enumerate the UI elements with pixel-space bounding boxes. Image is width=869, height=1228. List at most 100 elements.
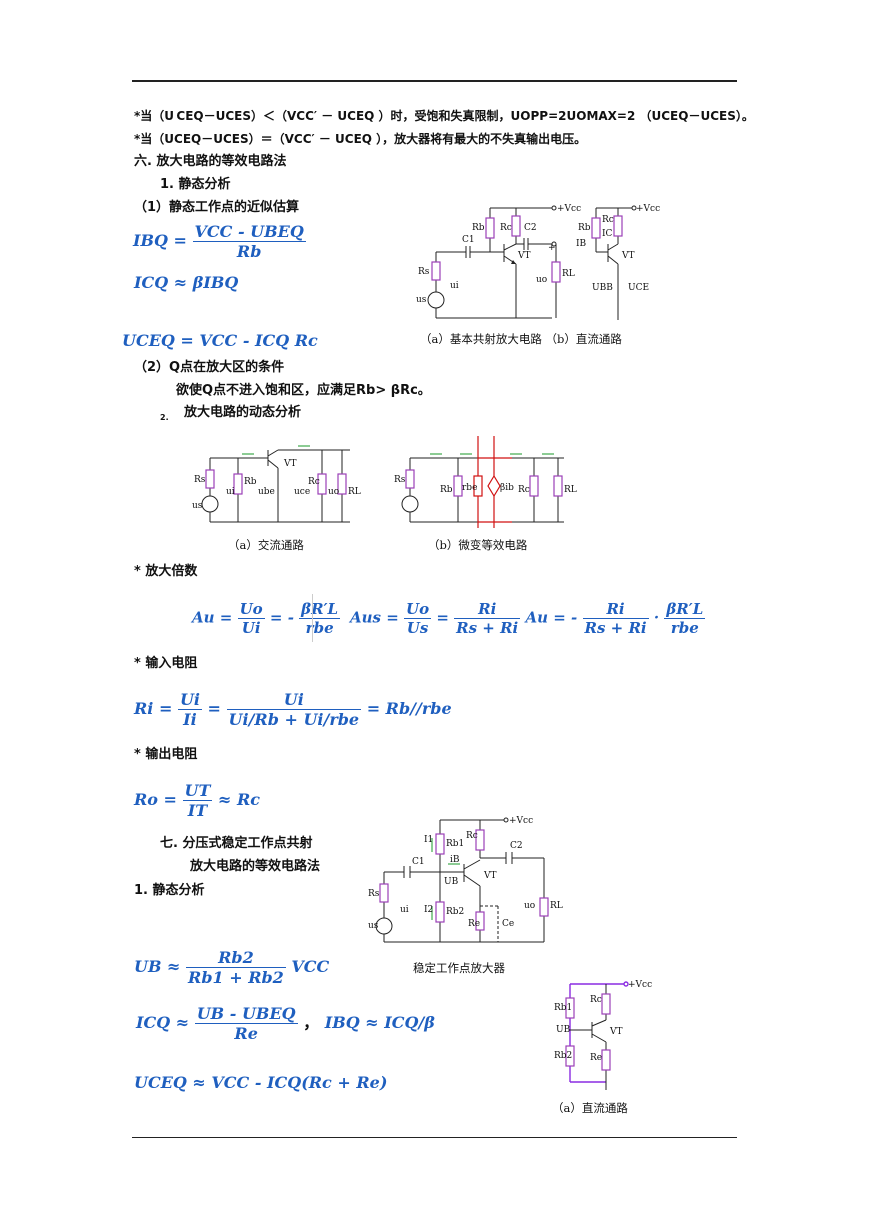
- svg-text:Rb: Rb: [578, 223, 591, 233]
- q-point-heading: （2）Q点在放大区的条件: [134, 360, 285, 375]
- svg-text:uo: uo: [536, 275, 547, 285]
- svg-text:ui: ui: [400, 905, 409, 915]
- svg-text:Rs: Rs: [368, 889, 380, 899]
- output-resistance-heading: * 输出电阻: [134, 747, 198, 762]
- svg-text:UCE: UCE: [628, 283, 649, 293]
- svg-text:UB: UB: [444, 877, 459, 887]
- section-7-heading-a: 七. 分压式稳定工作点共射: [160, 836, 313, 851]
- svg-text:C2: C2: [510, 841, 523, 851]
- svg-text:+Vcc: +Vcc: [636, 204, 660, 214]
- fig2a-caption: （a）交流通路: [228, 538, 304, 552]
- estimate-heading: （1）静态工作点的近似估算: [134, 200, 300, 215]
- dc-path-diagram-1: +Vcc Rb Rc IB IC VT UBB UCE: [576, 204, 660, 320]
- svg-text:IB: IB: [576, 239, 587, 249]
- fig4-caption: （a）直流通路: [552, 1101, 628, 1115]
- svg-text:Rc: Rc: [590, 995, 602, 1005]
- svg-text:us: us: [416, 295, 427, 305]
- svg-text:VT: VT: [283, 459, 297, 469]
- section-7-heading-b: 放大电路的等效电路法: [190, 859, 321, 874]
- svg-text:uce: uce: [294, 487, 310, 497]
- svg-text:Rc: Rc: [466, 831, 478, 841]
- uceq-formula: UCEQ = VCC - ICQ Rc: [122, 331, 318, 350]
- svg-text:us: us: [368, 921, 379, 931]
- svg-text:+: +: [548, 243, 556, 253]
- q-point-condition: 欲使Q点不进入饱和区，应满足Rb> βRc。: [176, 383, 431, 398]
- svg-text:C1: C1: [462, 235, 475, 245]
- basic-ce-amplifier-diagram: +Vcc C2 Rb Rc C1 VT Rs ui us uo RL +: [416, 204, 581, 319]
- svg-text:Rb1: Rb1: [446, 839, 464, 849]
- svg-text:VT: VT: [621, 251, 635, 261]
- static-analysis-heading: 1. 静态分析: [160, 177, 231, 192]
- svg-text:iB: iB: [450, 855, 460, 865]
- svg-text:rbe: rbe: [462, 483, 477, 493]
- svg-text:Rs: Rs: [418, 267, 430, 277]
- au-divider: [312, 594, 313, 642]
- uceq2-formula: UCEQ ≈ VCC - ICQ(Rc + Re): [134, 1073, 388, 1092]
- static-analysis-heading-2: 1. 静态分析: [134, 883, 205, 898]
- svg-text:ube: ube: [258, 487, 275, 497]
- ac-path-diagram: VT Rs us ui Rb ube uce Rc uo RL: [192, 445, 361, 523]
- svg-text:uo: uo: [524, 901, 535, 911]
- svg-text:Rb: Rb: [472, 223, 485, 233]
- svg-text:us: us: [192, 501, 203, 511]
- svg-text:Ce: Ce: [502, 919, 514, 929]
- svg-text:I1: I1: [424, 835, 433, 845]
- svg-text:Rb: Rb: [244, 477, 257, 487]
- svg-text:Re: Re: [468, 919, 480, 929]
- svg-text:UB: UB: [556, 1025, 571, 1035]
- svg-text:RL: RL: [550, 901, 563, 911]
- small-signal-equivalent-diagram: Rs Rb rbe βib Rc RL: [394, 436, 577, 528]
- max-output-line: *当（UCEQ－UCES）＝（VCC′ － UCEQ ），放大器将有最大的不失真…: [134, 132, 587, 146]
- svg-text:uo: uo: [328, 487, 339, 497]
- svg-text:UBB: UBB: [592, 283, 613, 293]
- svg-text:Rs: Rs: [194, 475, 206, 485]
- svg-text:Rb2: Rb2: [554, 1051, 572, 1061]
- svg-text:ui: ui: [450, 281, 459, 291]
- svg-text:+Vcc: +Vcc: [557, 204, 581, 214]
- top-rule: [132, 80, 737, 82]
- svg-text:Rb: Rb: [440, 485, 453, 495]
- fig1-caption: （a）基本共射放大电路 （b）直流通路: [420, 332, 622, 346]
- fig3-caption: 稳定工作点放大器: [413, 961, 505, 975]
- svg-text:RL: RL: [564, 485, 577, 495]
- svg-text:+Vcc: +Vcc: [509, 816, 533, 826]
- svg-text:VT: VT: [483, 871, 497, 881]
- svg-text:I2: I2: [424, 905, 433, 915]
- section-6-heading: 六. 放大电路的等效电路法: [134, 154, 287, 169]
- saturation-line: *当（U CEQ－UCES）＜（VCC′ － UCEQ ）时，受饱和失真限制，U…: [134, 109, 754, 123]
- svg-text:Rc: Rc: [602, 215, 614, 225]
- dynamic-analysis-heading: 放大电路的动态分析: [184, 405, 302, 420]
- svg-text:C1: C1: [412, 857, 425, 867]
- svg-text:+Vcc: +Vcc: [628, 980, 652, 990]
- dc-path-diagram-2: +Vcc Rb1 Rc UB VT Rb2 Re: [554, 980, 652, 1090]
- gain-heading: * 放大倍数: [134, 564, 198, 579]
- dynamic-num: 2.: [160, 413, 169, 422]
- svg-text:ui: ui: [226, 487, 235, 497]
- svg-text:Re: Re: [590, 1053, 602, 1063]
- svg-text:VT: VT: [609, 1027, 623, 1037]
- fig2b-caption: （b）微变等效电路: [428, 538, 528, 552]
- svg-text:Rs: Rs: [394, 475, 406, 485]
- stabilized-amplifier-diagram: +Vcc I1 Rb1 Rc C2 C1 iB UB VT Rs ui us I…: [368, 816, 563, 943]
- svg-text:Rc: Rc: [308, 477, 320, 487]
- svg-text:Rb2: Rb2: [446, 907, 464, 917]
- svg-text:Rc: Rc: [500, 223, 512, 233]
- svg-text:VT: VT: [517, 251, 531, 261]
- svg-text:RL: RL: [562, 269, 575, 279]
- svg-text:IC: IC: [602, 229, 613, 239]
- icq-formula: ICQ ≈ βIBQ: [134, 273, 239, 292]
- svg-text:Rc: Rc: [518, 485, 530, 495]
- svg-text:RL: RL: [348, 487, 361, 497]
- input-resistance-heading: * 输入电阻: [134, 656, 198, 671]
- svg-text:C2: C2: [524, 223, 537, 233]
- svg-text:Rb1: Rb1: [554, 1003, 572, 1013]
- bottom-rule: [132, 1137, 737, 1138]
- svg-text:βib: βib: [500, 483, 514, 493]
